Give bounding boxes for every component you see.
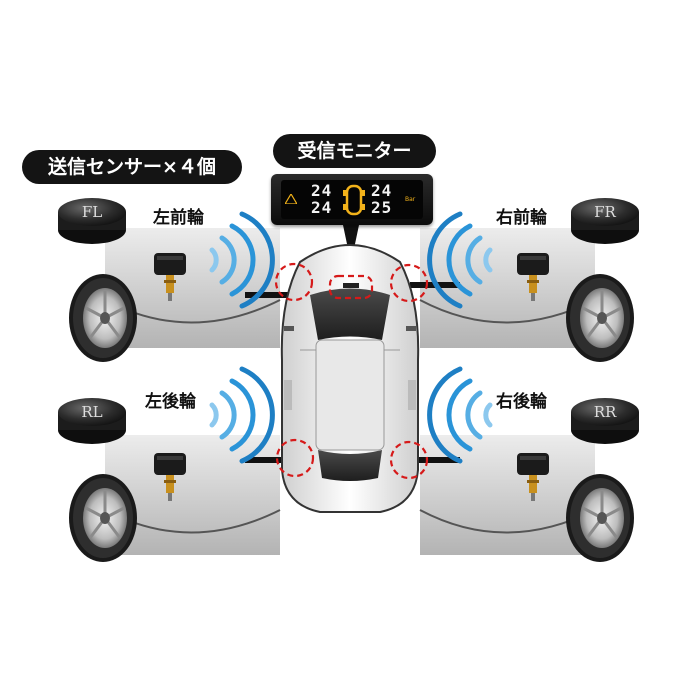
tire-fr: [564, 272, 636, 364]
rear-right-panel: [410, 435, 596, 555]
cap-text-rl: RL: [81, 403, 102, 421]
monitor-unit: Bar: [405, 196, 416, 203]
marker-front-right: [389, 263, 429, 303]
marker-rear-left: [275, 438, 315, 478]
warning-icon: [285, 194, 297, 204]
monitor-fl-value: 24: [311, 181, 333, 200]
signal-rear-right: [427, 366, 493, 464]
tire-fl: [67, 272, 139, 364]
marker-front-left: [274, 262, 314, 302]
label-rear-left: 左後輪: [145, 392, 196, 412]
sensor-location-markers: [274, 262, 429, 480]
signal-waves: [209, 211, 493, 464]
monitor-rr-value: 25: [371, 198, 393, 217]
monitor-screen: 24 24 24 25 Bar: [281, 180, 423, 219]
tire-rl: [67, 472, 139, 564]
sensors-title: 送信センサー×４個: [22, 150, 242, 184]
marker-rear-right: [389, 440, 429, 480]
label-rear-right: 右後輪: [496, 392, 547, 412]
receiver-monitor: 24 24 24 25 Bar: [271, 174, 433, 225]
monitor-rl-value: 24: [311, 198, 333, 217]
cap-text-fl: FL: [82, 203, 102, 221]
car-top-view: [280, 244, 420, 513]
signal-front-right: [427, 211, 493, 309]
signal-rear-left: [209, 366, 275, 464]
car-outline-icon: [343, 184, 365, 216]
cap-text-fr: FR: [594, 203, 616, 221]
signal-front-left: [209, 211, 275, 309]
monitor-fr-value: 24: [371, 181, 393, 200]
label-front-right: 右前輪: [496, 208, 547, 228]
monitor-title: 受信モニター: [273, 134, 436, 168]
label-front-left: 左前輪: [153, 208, 204, 228]
tire-rr: [564, 472, 636, 564]
cap-text-rr: RR: [594, 403, 617, 421]
marker-monitor: [328, 274, 374, 300]
